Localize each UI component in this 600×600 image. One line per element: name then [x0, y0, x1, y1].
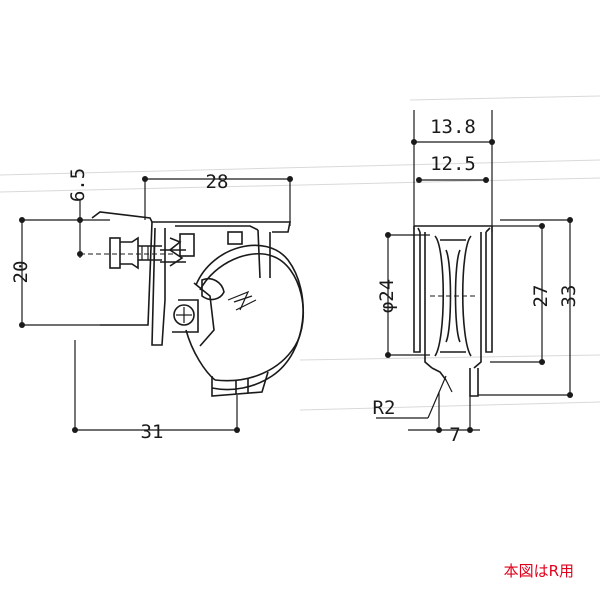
front-bottom-tab — [431, 367, 479, 397]
label-27: 27 — [530, 285, 552, 308]
label-33: 33 — [558, 285, 580, 308]
dim-20 — [19, 217, 100, 328]
pivot-screw — [172, 299, 199, 333]
adjuster-screw — [96, 236, 175, 270]
front-bracket — [413, 225, 493, 369]
background-texture — [0, 95, 600, 411]
dim-31 — [72, 340, 240, 433]
label-13-8: 13.8 — [430, 116, 476, 138]
label-12-5: 12.5 — [430, 153, 476, 175]
label-6-5: 6.5 — [67, 168, 89, 202]
label-28: 28 — [206, 171, 229, 193]
label-7: 7 — [449, 424, 460, 446]
wheel-housing — [185, 244, 304, 397]
dim-28 — [142, 176, 293, 226]
side-view: 28 6.5 20 31 — [10, 168, 304, 443]
front-view: 13.8 12.5 φ24 27 — [373, 110, 580, 446]
r2-leader — [376, 375, 447, 419]
label-phi-24: φ24 — [376, 279, 398, 313]
side-bracket — [91, 211, 291, 346]
label-31: 31 — [141, 421, 164, 443]
label-r2: R2 — [373, 397, 396, 419]
dim-33 — [478, 217, 573, 398]
dim-7 — [408, 392, 480, 433]
dim-27 — [490, 223, 545, 365]
label-20: 20 — [10, 261, 32, 284]
dim-12-5 — [416, 177, 489, 183]
dim-phi-24 — [385, 232, 430, 358]
dim-6-5 — [77, 200, 120, 258]
front-wheel — [430, 235, 476, 357]
note-r-version: 本図はR用 — [504, 562, 574, 580]
dim-13-8 — [411, 110, 495, 232]
